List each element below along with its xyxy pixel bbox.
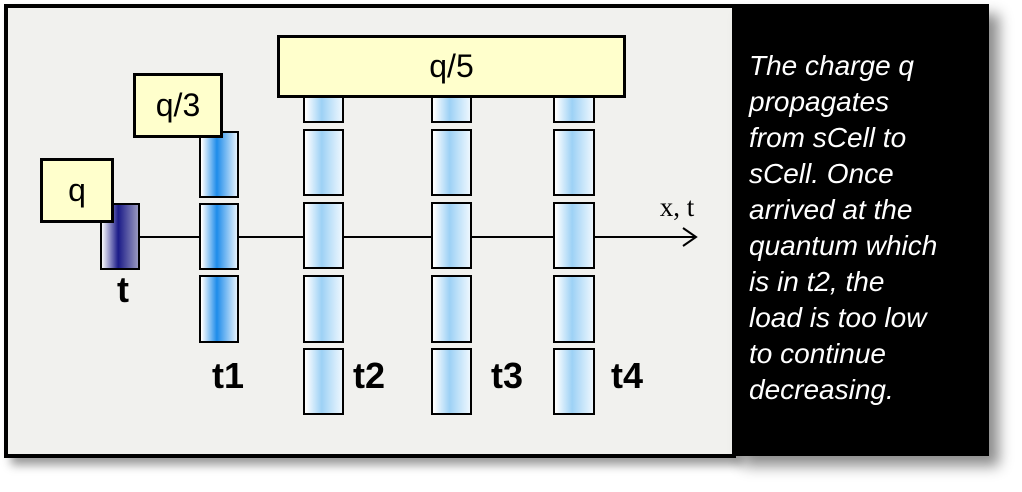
axis-label: x, t: [659, 192, 695, 222]
time-label-t: t: [117, 269, 129, 310]
charge-box-q5: q/5: [277, 35, 626, 98]
cell-t3: [431, 202, 472, 269]
charge-box-q: q: [40, 158, 114, 223]
cell-t4: [553, 348, 595, 415]
sidebar-text-line: decreasing.: [749, 374, 894, 405]
cell-t3: [431, 129, 472, 196]
cell-t4: [553, 129, 595, 196]
sidebar-text-line: is in t2, the: [749, 266, 885, 297]
sidebar-text-line: to continue: [749, 338, 886, 369]
cell-t3: [431, 348, 472, 415]
sidebar-panel: The charge q propagates from sCell to sCell…: [733, 4, 989, 456]
cell-t1: [199, 131, 239, 198]
cell-t2: [303, 348, 344, 415]
cell-t3: [431, 275, 472, 343]
sidebar-text-line: sCell. Once: [749, 158, 894, 189]
time-label-t4: t4: [610, 355, 643, 396]
sidebar-text-line: The charge q: [749, 50, 914, 81]
time-label-t2: t2: [352, 355, 385, 396]
sidebar-text-line: load is too low: [749, 302, 927, 333]
time-label-t1: t1: [211, 355, 244, 396]
sidebar-text-line: from sCell to: [749, 122, 907, 153]
cell-t4: [553, 202, 595, 269]
sidebar-text-line: arrived at the: [749, 194, 913, 225]
cell-t2: [303, 202, 344, 269]
time-label-t3: t3: [490, 355, 523, 396]
cell-t1: [199, 275, 239, 343]
sidebar-text-line: quantum which: [749, 230, 938, 261]
cell-t2: [303, 275, 344, 343]
cell-t1: [199, 203, 239, 270]
cell-t4: [553, 275, 595, 343]
sidebar-text-line: propagates: [749, 86, 890, 117]
cell-t2: [303, 129, 344, 196]
charge-box-q3: q/3: [133, 73, 223, 138]
